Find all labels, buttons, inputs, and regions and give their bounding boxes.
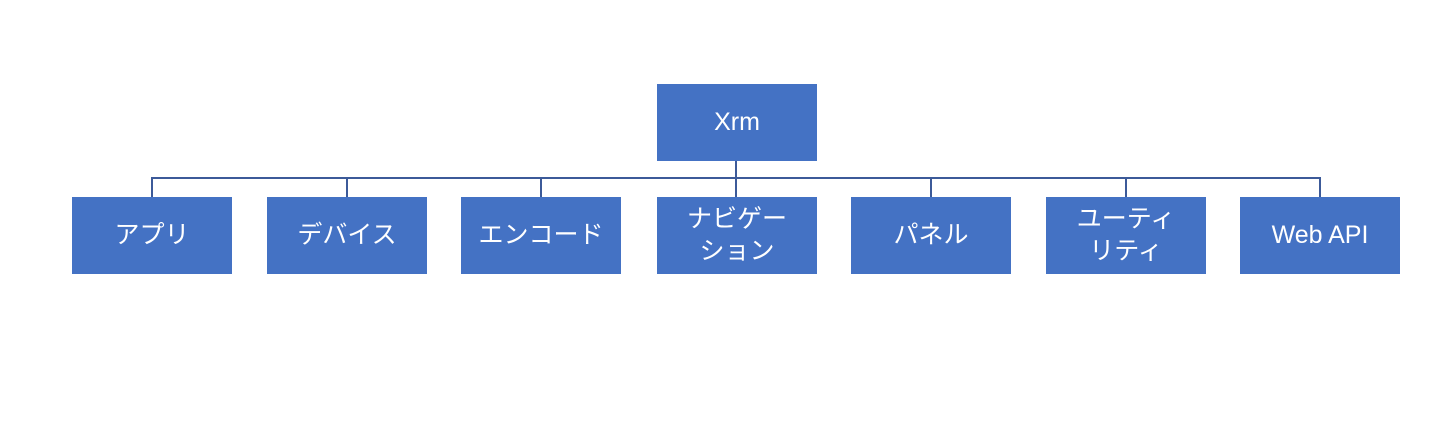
connector-child-stub	[540, 177, 542, 197]
node-label: ユーティ リティ	[1076, 205, 1176, 265]
node-label: パネル	[893, 220, 969, 249]
node-label: アプリ	[114, 220, 190, 249]
node-navigation: ナビゲー ション	[657, 197, 817, 274]
node-encoding: エンコード	[461, 197, 621, 274]
node-label: デバイス	[297, 220, 397, 249]
connector-child-stub	[151, 177, 153, 197]
node-device: デバイス	[267, 197, 427, 274]
node-label: Xrm	[714, 107, 760, 136]
node-xrm-root: Xrm	[657, 84, 817, 161]
node-label: エンコード	[478, 220, 604, 249]
connector-child-stub	[1319, 177, 1321, 197]
node-panel: パネル	[851, 197, 1011, 274]
node-apps: アプリ	[72, 197, 232, 274]
node-web-api: Web API	[1240, 197, 1400, 274]
connector-child-stub	[346, 177, 348, 197]
node-label: Web API	[1271, 220, 1369, 249]
node-label: ナビゲー ション	[686, 205, 787, 265]
connector-child-stub	[735, 177, 737, 197]
node-utility: ユーティ リティ	[1046, 197, 1206, 274]
connector-child-stub	[930, 177, 932, 197]
connector-child-stub	[1125, 177, 1127, 197]
